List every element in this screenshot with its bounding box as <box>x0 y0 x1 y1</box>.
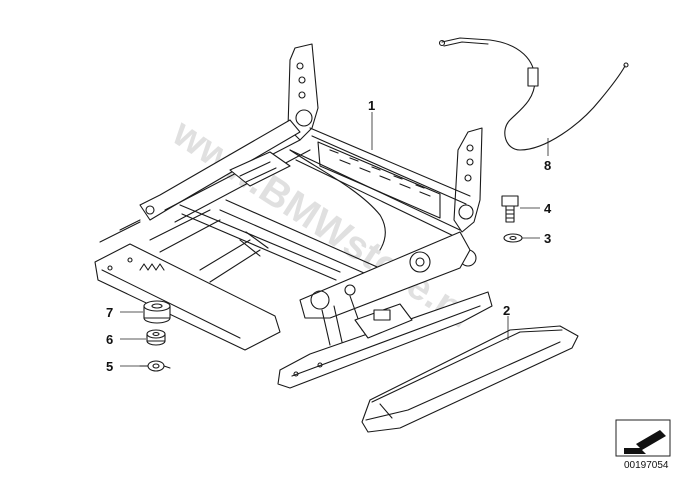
callout-7[interactable]: 7 <box>106 305 113 320</box>
callout-5[interactable]: 5 <box>106 359 113 374</box>
clip-drawing[interactable] <box>139 360 171 372</box>
callout-2[interactable]: 2 <box>503 303 510 318</box>
leader-lines <box>120 112 549 367</box>
nut-drawing[interactable] <box>146 329 166 346</box>
washer-drawing[interactable] <box>503 233 523 243</box>
callout-8[interactable]: 8 <box>544 158 551 173</box>
callout-4[interactable]: 4 <box>544 201 552 216</box>
arrow-down-left-icon <box>615 419 671 457</box>
callout-3[interactable]: 3 <box>544 231 551 246</box>
bolt-drawing[interactable] <box>501 195 519 223</box>
cable-drawing[interactable] <box>438 37 629 151</box>
rail-cover-drawing[interactable] <box>361 325 579 433</box>
callout-6[interactable]: 6 <box>106 332 113 347</box>
document-number: 00197054 <box>624 460 669 471</box>
bump-stop-drawing[interactable] <box>143 300 171 324</box>
callout-1[interactable]: 1 <box>368 98 375 113</box>
seat-frame-drawing[interactable] <box>94 43 493 389</box>
